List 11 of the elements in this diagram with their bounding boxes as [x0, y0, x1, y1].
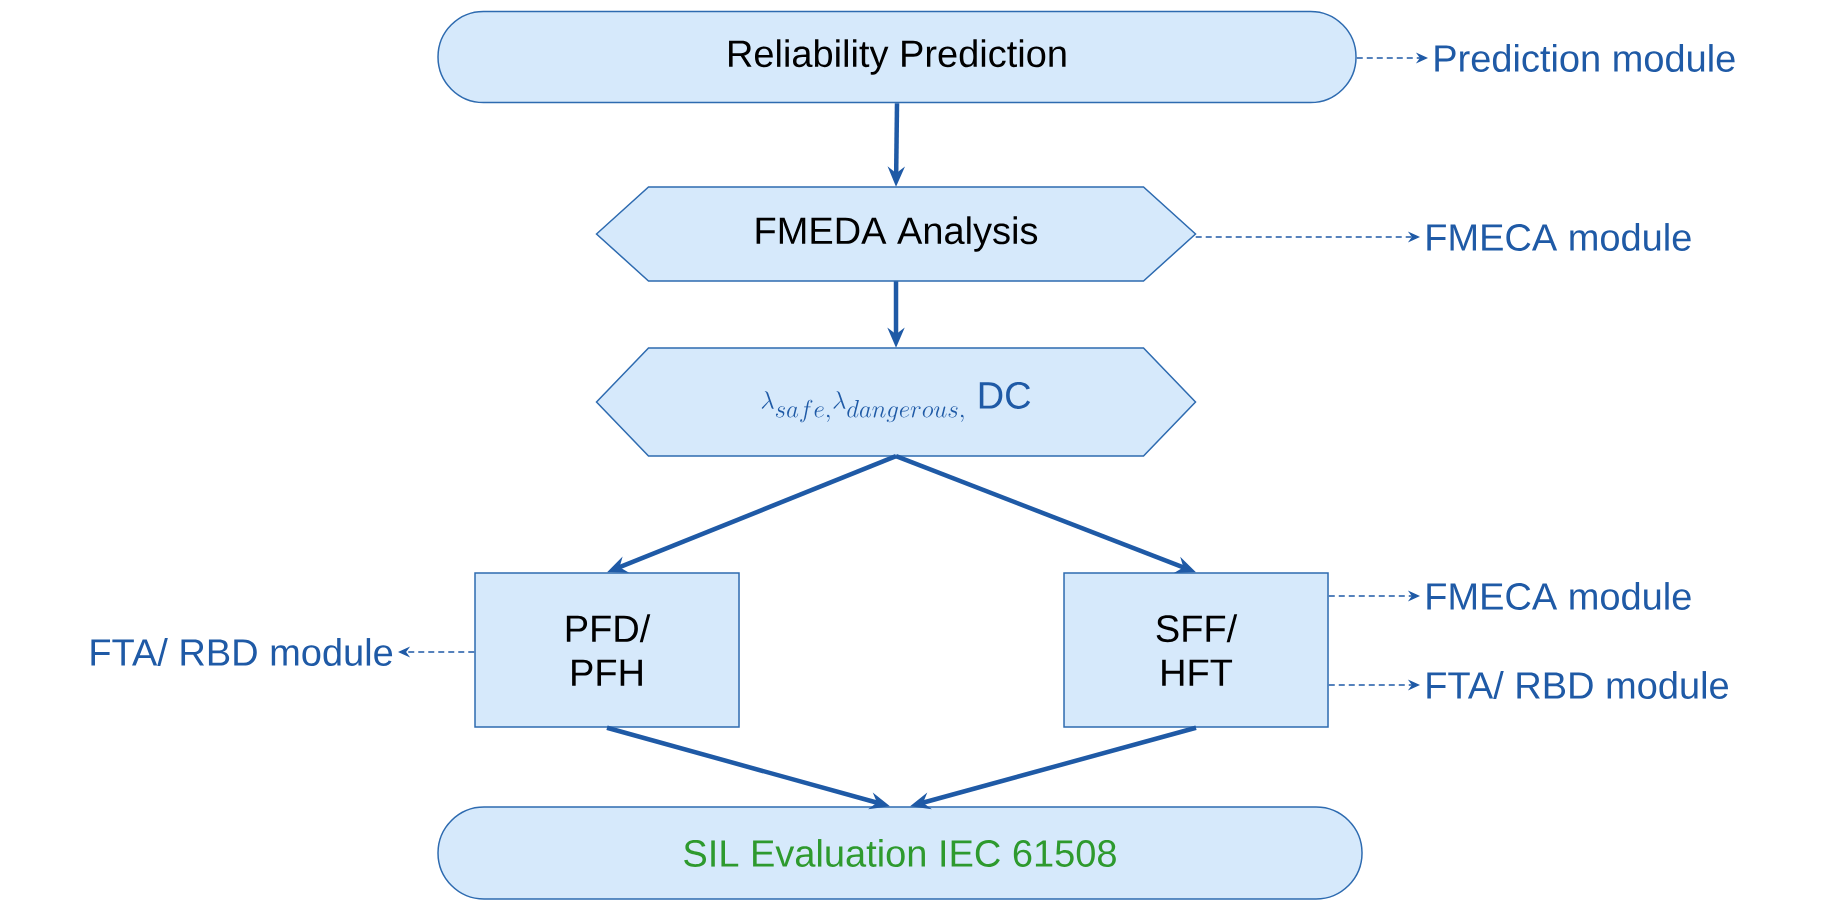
hexagon-box: FMEDA Analysis — [595, 186, 1197, 282]
module-label: Prediction module — [1435, 44, 1735, 72]
process-box: PFD/ PFH — [474, 572, 740, 728]
hexagon-box: $\lambda_{safe,}\lambda_{dangerous,}\ \mathrm{DC}$ — [595, 347, 1197, 457]
module-label: FMECA module — [1427, 223, 1691, 251]
module-label: FMECA module — [1427, 582, 1691, 610]
module-label: FTA/ RBD module — [91, 638, 393, 666]
terminal-box: SIL Evaluation IEC 61508 — [437, 806, 1363, 900]
terminal-box: Reliability Prediction — [437, 10, 1357, 104]
process-box: SFF/ HFT — [1063, 572, 1329, 728]
module-label: FTA/ RBD module — [1427, 671, 1728, 699]
